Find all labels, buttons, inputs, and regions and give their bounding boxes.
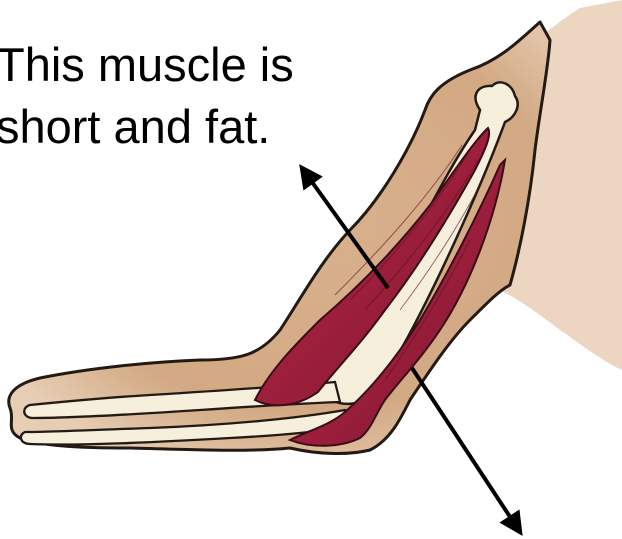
arrow-down [412,368,520,532]
muscle-caption: This muscle is short and fat. [0,34,294,158]
caption-line-1: This muscle is [0,34,294,96]
caption-line-2: short and fat. [0,96,294,158]
